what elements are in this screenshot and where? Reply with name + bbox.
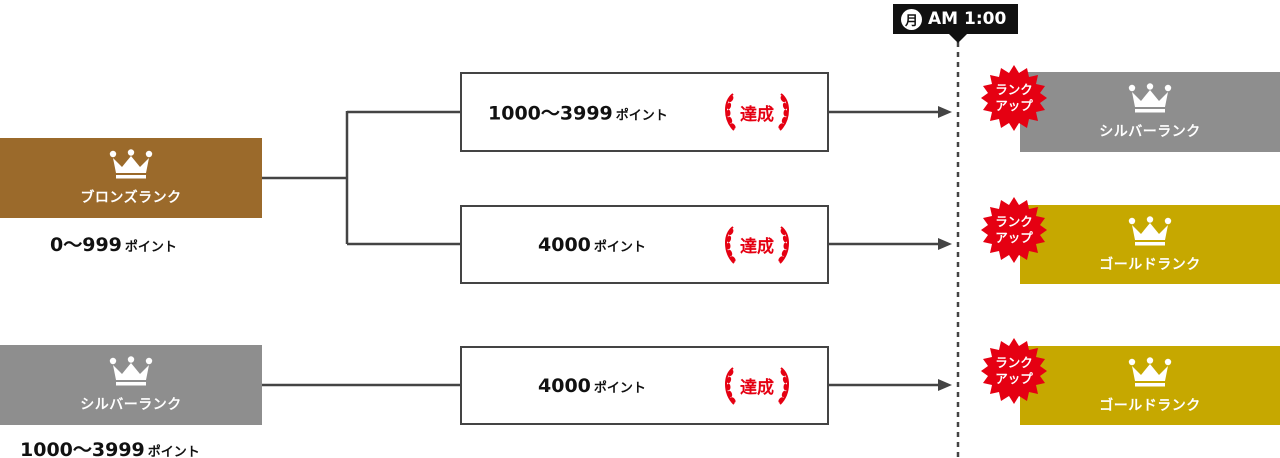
condition-value: 4000 [538, 233, 591, 256]
rank-up-line2: アップ [995, 98, 1033, 113]
silver-rank-box: シルバーランク [0, 345, 262, 425]
rank-label: ゴールドランク [1099, 256, 1201, 273]
rank-up-line1: ランク [995, 355, 1033, 370]
rank-up-label: ランク アップ [980, 64, 1048, 132]
points-range: 1000〜3999 [20, 439, 145, 458]
achieved-label: 達成 [740, 104, 774, 125]
laurel-left-icon [724, 225, 736, 265]
rank-up-line2: アップ [995, 371, 1033, 386]
points-range: 0〜999 [50, 234, 122, 256]
rank-label: ゴールドランク [1099, 397, 1201, 414]
rank-up-line2: アップ [995, 230, 1033, 245]
laurel-right-icon [778, 92, 790, 132]
rank-up-line1: ランク [995, 82, 1033, 97]
result-gold-rank-box-1: ゴールドランク [1020, 205, 1280, 284]
laurel-right-icon [778, 366, 790, 406]
rank-label: ブロンズランク [80, 190, 182, 206]
result-gold-rank-box-2: ゴールドランク [1020, 346, 1280, 425]
achieved-label: 達成 [740, 378, 774, 398]
condition-value: 1000〜3999 [488, 102, 613, 125]
laurel-right-icon [778, 225, 790, 265]
points-unit: ポイント [147, 445, 200, 458]
time-badge-pointer [949, 34, 967, 43]
bronze-rank-box: ブロンズランク [0, 138, 262, 218]
rank-label: シルバーランク [80, 397, 182, 413]
achieved-badge: 達成 [724, 92, 790, 132]
rank-up-burst-1: ランク アップ [980, 64, 1048, 132]
achieved-badge: 達成 [724, 225, 790, 265]
condition-value: 4000 [538, 374, 591, 397]
condition-unit: ポイント [593, 380, 646, 396]
rank-up-line1: ランク [995, 214, 1033, 229]
achieved-badge: 達成 [724, 366, 790, 406]
rank-up-burst-2: ランク アップ [980, 196, 1048, 264]
laurel-left-icon [724, 92, 736, 132]
time-badge: 月 AM 1:00 [893, 4, 1018, 34]
arrowhead-1 [938, 106, 952, 118]
arrowhead-2 [938, 238, 952, 250]
day-indicator: 月 [901, 8, 922, 30]
time-label: AM 1:00 [928, 9, 1007, 29]
laurel-left-icon [724, 366, 736, 406]
rank-label: シルバーランク [1099, 124, 1201, 140]
achieved-label: 達成 [740, 237, 774, 257]
points-unit: ポイント [124, 240, 177, 255]
crown-icon [109, 149, 153, 179]
condition-unit: ポイント [593, 239, 646, 255]
rank-up-burst-3: ランク アップ [980, 337, 1048, 405]
condition-unit: ポイント [615, 108, 668, 124]
arrowhead-3 [938, 379, 952, 391]
rank-up-label: ランク アップ [980, 196, 1048, 264]
result-silver-rank-box: シルバーランク [1020, 72, 1280, 152]
crown-icon [1128, 216, 1172, 246]
crown-icon [1128, 357, 1172, 387]
crown-icon [109, 356, 153, 386]
crown-icon [1128, 83, 1172, 113]
rank-up-label: ランク アップ [980, 337, 1048, 405]
